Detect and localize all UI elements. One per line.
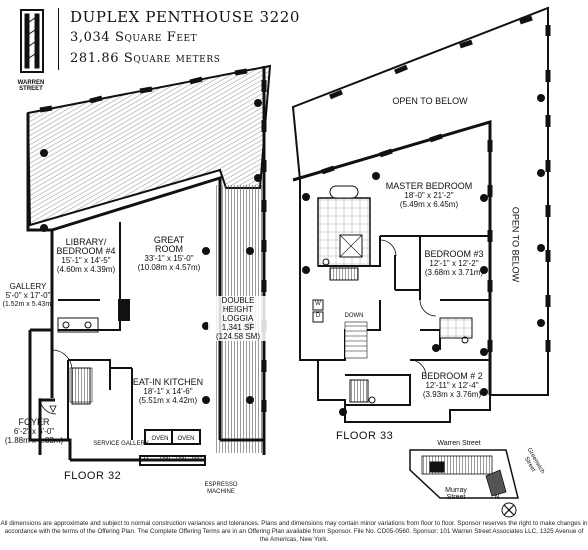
down-label: DOWN (344, 313, 364, 319)
washer-label: W (315, 301, 321, 307)
terrace-hatch (26, 64, 272, 227)
area-square-meters: 281.86 Square meters (70, 51, 221, 66)
master-bedroom: MASTER BEDROOM 18'-0" x 21'-2" (5.49m x … (374, 181, 484, 210)
kitchen-title: EAT-IN KITCHEN (132, 377, 204, 387)
bed2-title: BEDROOM # 2 (421, 371, 483, 381)
bed2-ft: 12'-11" x 12'-4" (425, 381, 479, 390)
service-gallery-label: SERVICE GALLERY (93, 441, 149, 447)
loggia-sm: (124.58 SM) (215, 332, 261, 341)
header-divider (58, 8, 59, 70)
great-room-m: (10.08m x 4.57m) (137, 263, 201, 272)
library-ft: 15'-1" x 14'-5" (61, 256, 111, 265)
appliance-wc-label: WC (192, 457, 202, 463)
espresso-machine-label: ESPRESSO MACHINE (204, 482, 238, 495)
page-title: DUPLEX PENTHOUSE 3220 (70, 8, 301, 26)
loggia-title: DOUBLE HEIGHT LOGGIA (221, 296, 255, 323)
great-room-title: GREAT ROOM (153, 235, 185, 254)
gallery-title: GALLERY (9, 282, 47, 291)
appliance-dw2-label: DW (176, 457, 186, 463)
bedroom-2: BEDROOM # 2 12'-11" x 12'-4" (3.93m x 3.… (416, 371, 488, 400)
bed3-m: (3.68m x 3.71m) (424, 268, 484, 277)
gallery-room: GALLERY 5'-0" x 17'-0" (1.52m x 5.43m) (0, 282, 56, 309)
open-to-below-top: OPEN TO BELOW (392, 96, 468, 106)
oven-1-label: OVEN (151, 436, 169, 442)
master-title: MASTER BEDROOM (385, 181, 473, 191)
library-room: LIBRARY/ BEDROOM #4 15'-1" x 14'-5" (4.6… (56, 237, 116, 275)
master-m: (5.49m x 6.45m) (399, 200, 459, 209)
bedroom-3: BEDROOM #3 12'-1" x 12'-2" (3.68m x 3.71… (420, 249, 488, 278)
oven-2-label: OVEN (177, 436, 195, 442)
kitchen-room: EAT-IN KITCHEN 18'-1" x 14'-6" (5.51m x … (132, 377, 204, 406)
foyer-m: (1.88m x 1.83m) (4, 436, 64, 445)
library-m: (4.60m x 4.39m) (56, 265, 116, 274)
bed3-title: BEDROOM #3 (424, 249, 484, 259)
great-room-ft: 33'-1" x 15'-0" (144, 254, 194, 263)
warren-street-label: Warren Street (437, 440, 481, 447)
brand-name: WARREN STREET (17, 80, 45, 92)
area-square-feet: 3,034 Square Feet (70, 30, 198, 45)
gallery-m: (1.52m x 5.43m) (2, 301, 54, 308)
kitchen-m: (5.51m x 4.42m) (138, 396, 198, 405)
bed3-ft: 12'-1" x 12'-2" (429, 259, 479, 268)
appliance-dw1-label: DW (160, 457, 170, 463)
dryer-label: D (315, 313, 321, 319)
floor-33-label: FLOOR 33 (336, 430, 394, 442)
loggia-sf: 1,341 SF (221, 323, 255, 332)
murray-street-label: Murray Street (445, 487, 467, 501)
library-title: LIBRARY/ BEDROOM #4 (56, 237, 116, 256)
kitchen-ft: 18'-1" x 14'-6" (143, 387, 193, 396)
foyer-ft: 6'-2" x 6'-0" (13, 427, 55, 436)
north-label: N (494, 494, 500, 501)
floor-32-label: FLOOR 32 (64, 470, 122, 482)
appliance-r-label: R (143, 457, 149, 463)
open-to-below-side: OPEN TO BELOW (510, 206, 521, 283)
foyer-title: FOYER (18, 417, 50, 427)
great-room: GREAT ROOM 33'-1" x 15'-0" (10.08m x 4.5… (136, 235, 202, 273)
greenwich-street-label: Greenwich Street (522, 447, 546, 475)
disclaimer-text: All dimensions are approximate and subje… (0, 520, 588, 543)
foyer-room: FOYER 6'-2" x 6'-0" (1.88m x 1.83m) (2, 417, 66, 446)
bed2-m: (3.93m x 3.76m) (422, 390, 482, 399)
master-ft: 18'-0" x 21'-2" (404, 191, 454, 200)
loggia-room: DOUBLE HEIGHT LOGGIA 1,341 SF (124.58 SM… (208, 296, 268, 341)
gallery-ft: 5'-0" x 17'-0" (5, 291, 51, 300)
master-bath-tile (317, 197, 371, 267)
